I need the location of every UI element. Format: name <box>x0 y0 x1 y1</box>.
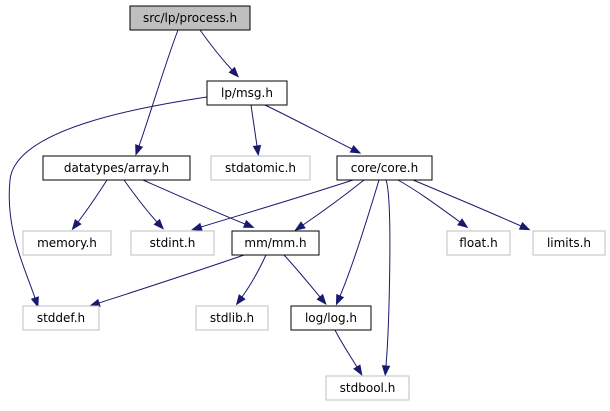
edge-line <box>199 29 233 71</box>
node-mm[interactable]: mm/mm.h <box>231 230 320 256</box>
node-box <box>336 155 433 181</box>
edge-mm-to-log <box>283 254 327 305</box>
edge-line <box>385 179 391 367</box>
node-box <box>22 230 112 256</box>
edges-layer <box>8 29 531 377</box>
node-float: float.h <box>446 230 511 256</box>
edge-line <box>98 254 245 304</box>
node-box <box>231 230 320 256</box>
edge-msg-to-stdatomic <box>250 104 262 157</box>
edge-line <box>123 179 158 223</box>
edge-core-to-limits <box>412 179 531 231</box>
node-label: log/log.h <box>305 311 357 325</box>
edge-core-to-stdint <box>191 179 354 231</box>
edge-core-to-stdbool <box>381 179 391 377</box>
node-label: stdint.h <box>150 236 196 250</box>
edge-line <box>339 179 380 297</box>
node-process[interactable]: src/lp/process.h <box>129 5 251 31</box>
arrowhead <box>30 296 39 308</box>
edge-line <box>77 179 108 223</box>
node-box <box>129 5 251 31</box>
edge-core-to-float <box>397 179 469 229</box>
edge-process-to-array <box>135 29 179 156</box>
arrowhead <box>71 219 82 231</box>
edge-core-to-mm <box>294 179 365 231</box>
node-box <box>210 155 311 181</box>
edge-line <box>397 179 461 223</box>
arrowhead <box>242 219 255 228</box>
node-label: stdlib.h <box>210 311 254 325</box>
arrowhead <box>381 365 391 377</box>
edge-mm-to-stddef <box>89 254 245 307</box>
node-label: src/lp/process.h <box>143 11 237 25</box>
node-stdlib: stdlib.h <box>195 305 269 331</box>
nodes-layer: src/lp/process.h lp/msg.h datatypes/array.… <box>22 5 606 401</box>
arrowhead <box>252 144 262 157</box>
edge-line <box>142 179 246 225</box>
edge-line <box>302 179 365 226</box>
node-box <box>42 155 191 181</box>
edge-line <box>241 254 267 298</box>
edge-array-to-stdint <box>123 179 165 230</box>
edge-line <box>334 329 358 368</box>
edge-line <box>264 104 353 150</box>
arrowhead <box>135 144 144 156</box>
node-box <box>290 305 372 331</box>
node-box <box>22 305 100 331</box>
node-stdatomic: stdatomic.h <box>210 155 311 181</box>
node-box <box>130 230 215 256</box>
edge-array-to-memory <box>71 179 108 231</box>
arrowhead <box>235 294 246 306</box>
node-label: datatypes/array.h <box>64 161 169 175</box>
node-array[interactable]: datatypes/array.h <box>42 155 191 181</box>
node-box <box>206 80 288 106</box>
node-label: stddef.h <box>37 311 85 325</box>
arrowhead <box>335 293 345 306</box>
node-label: memory.h <box>37 236 97 250</box>
node-label: mm/mm.h <box>244 236 306 250</box>
edge-mm-to-stdlib <box>235 254 267 306</box>
node-stdint: stdint.h <box>130 230 215 256</box>
edge-line <box>250 104 258 147</box>
node-box <box>195 305 269 331</box>
node-msg[interactable]: lp/msg.h <box>206 80 288 106</box>
node-label: stdbool.h <box>340 381 396 395</box>
edge-log-to-stdbool <box>334 329 363 376</box>
arrowhead <box>349 144 362 154</box>
node-box <box>446 230 511 256</box>
arrowhead <box>294 221 306 231</box>
arrowhead <box>89 298 101 307</box>
node-label: stdatomic.h <box>225 161 296 175</box>
edge-line <box>200 179 354 228</box>
node-limits: limits.h <box>532 230 606 256</box>
edge-line <box>8 96 208 299</box>
arrowhead <box>316 293 327 305</box>
node-memory: memory.h <box>22 230 112 256</box>
arrowhead <box>518 221 531 231</box>
node-label: float.h <box>459 236 497 250</box>
node-label: limits.h <box>547 236 591 250</box>
edge-process-to-msg <box>199 29 240 78</box>
edge-core-to-log <box>335 179 380 306</box>
edge-line <box>138 29 179 147</box>
arrowhead <box>353 364 363 376</box>
edge-msg-to-core <box>264 104 362 154</box>
arrowhead <box>228 66 240 78</box>
edge-msg-to-stddef <box>8 96 208 308</box>
node-log[interactable]: log/log.h <box>290 305 372 331</box>
arrowhead <box>153 218 165 230</box>
edge-line <box>283 254 321 298</box>
node-core[interactable]: core/core.h <box>336 155 433 181</box>
edge-array-to-mm <box>142 179 255 228</box>
edge-line <box>412 179 522 227</box>
node-stddef: stddef.h <box>22 305 100 331</box>
arrowhead <box>457 218 469 229</box>
node-box <box>532 230 606 256</box>
node-stdbool: stdbool.h <box>325 375 410 401</box>
node-label: core/core.h <box>351 161 418 175</box>
node-label: lp/msg.h <box>221 86 273 100</box>
node-box <box>325 375 410 401</box>
arrowhead <box>191 222 203 231</box>
